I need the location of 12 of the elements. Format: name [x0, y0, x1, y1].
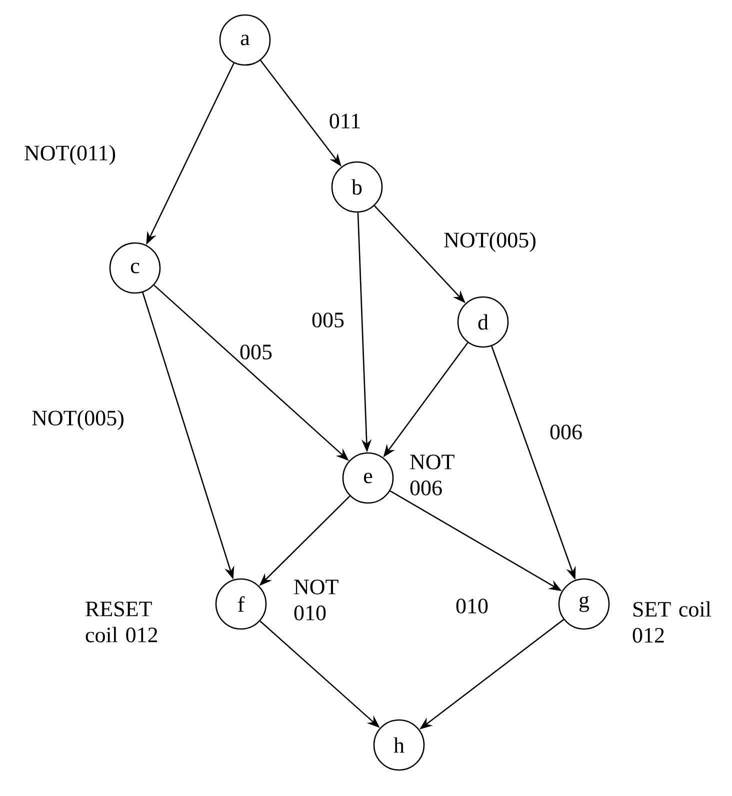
edge-label: 010 — [454, 598, 490, 614]
edge-label: NOT 006 — [408, 454, 456, 496]
edge-label: 005 — [310, 312, 346, 328]
edge-label: 011 — [328, 112, 362, 130]
node-caption: SET coil 012 — [632, 601, 711, 643]
edge-label: NOT 010 — [292, 578, 340, 622]
edge-label: NOT(005) — [442, 231, 538, 253]
node-caption: RESET coil 012 — [86, 602, 158, 642]
edge-label: NOT(005) — [30, 409, 126, 431]
edge-label: 005 — [238, 344, 274, 360]
edge-label: 006 — [548, 424, 584, 440]
edge-label: NOT(011) — [22, 144, 118, 166]
